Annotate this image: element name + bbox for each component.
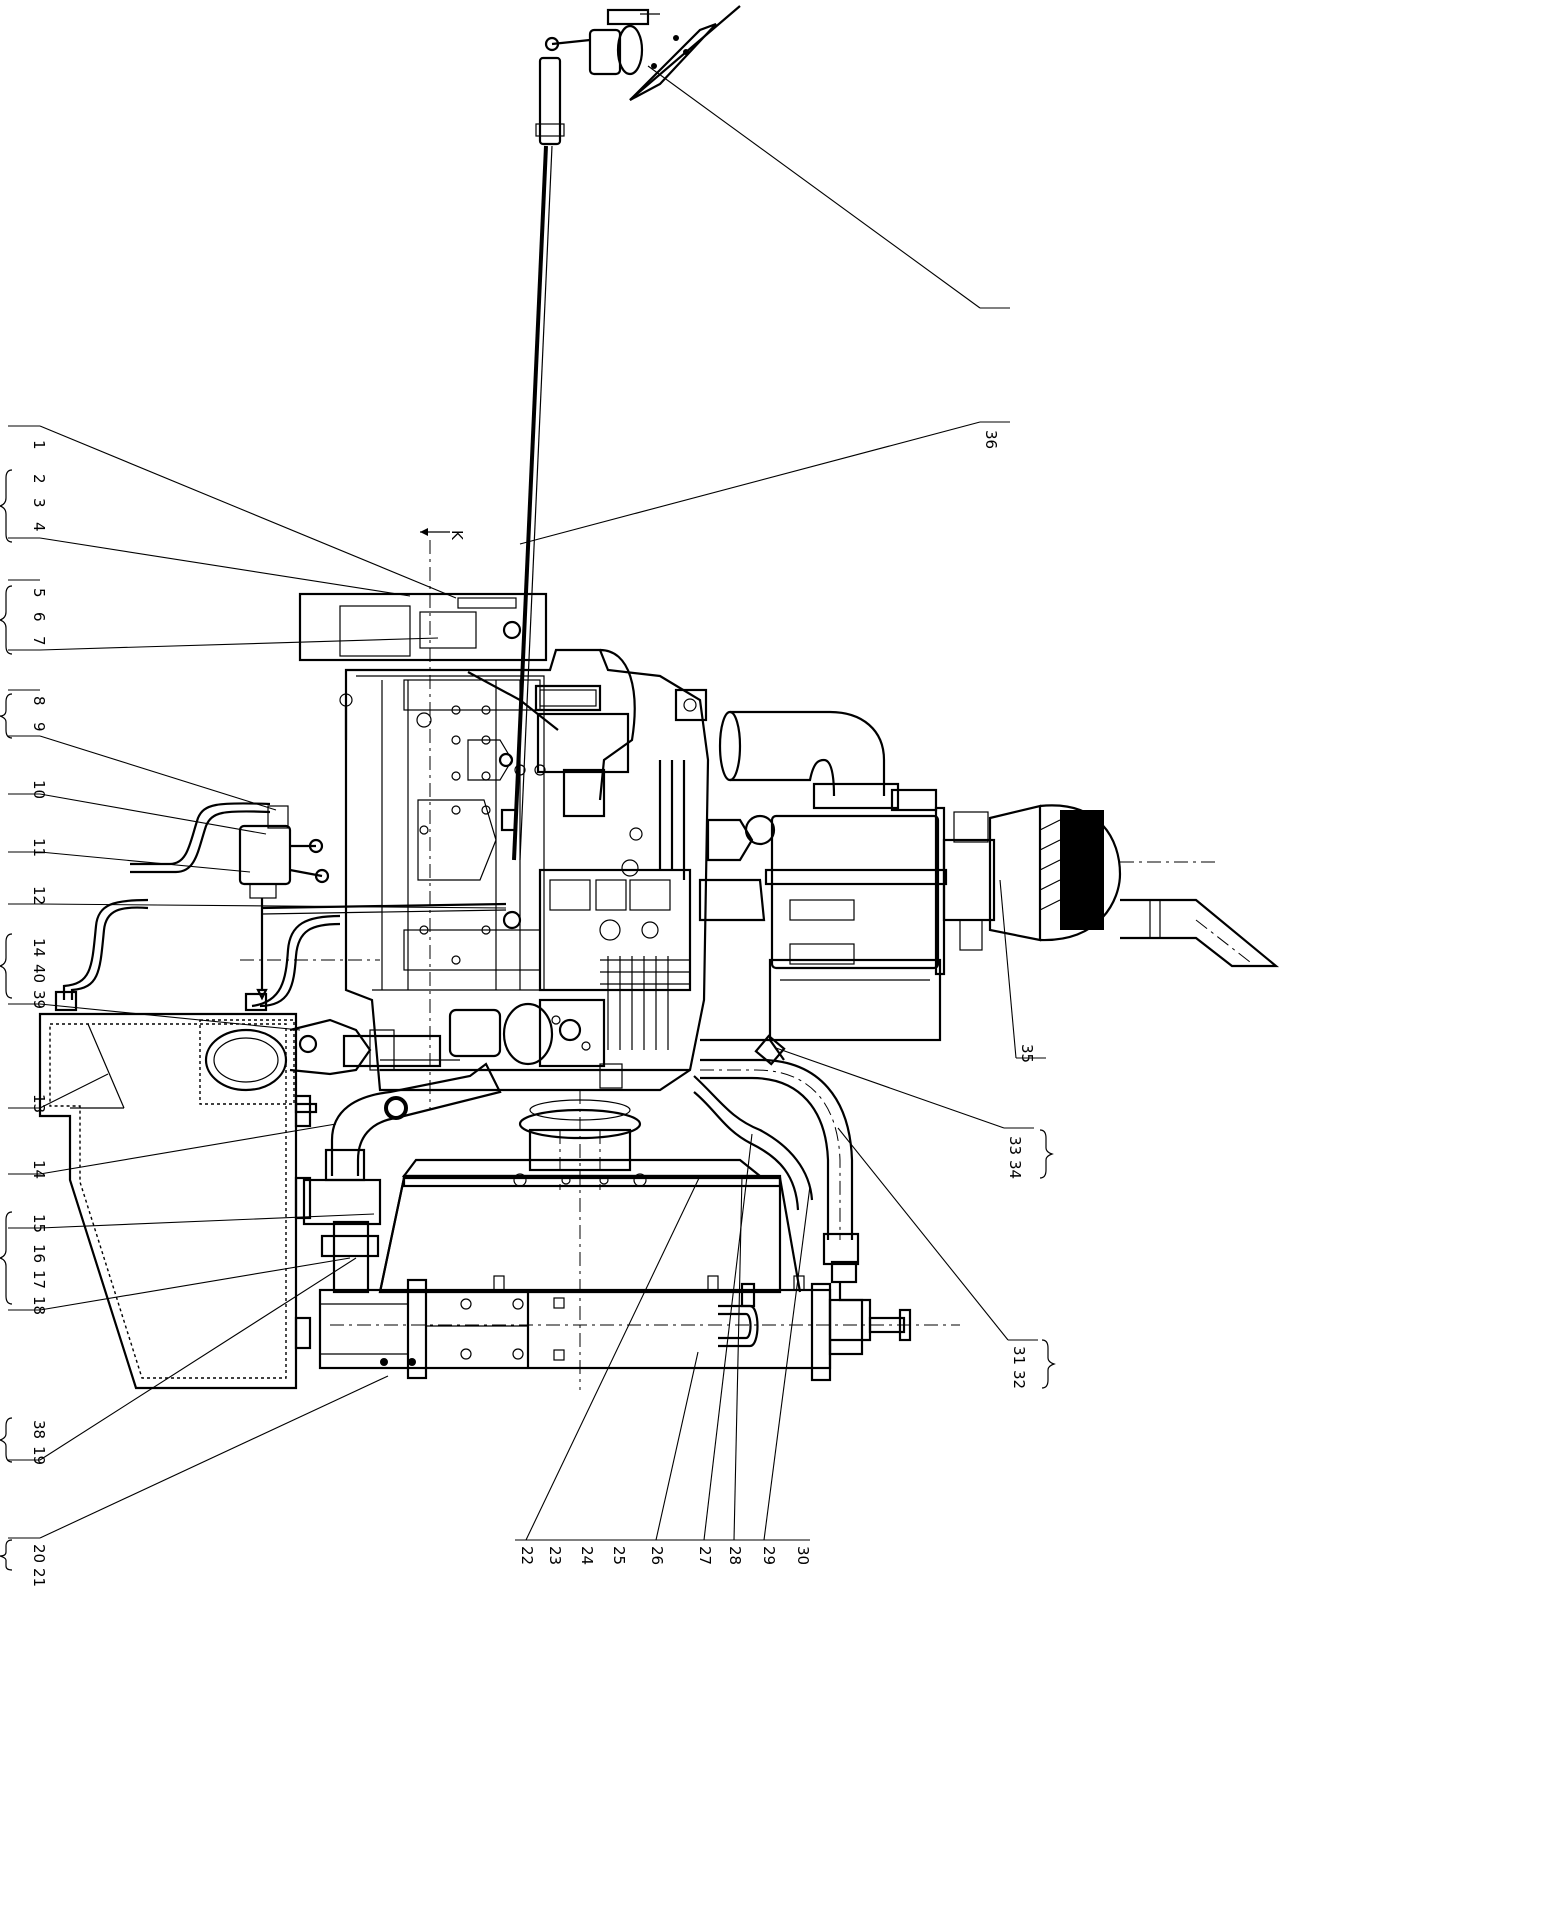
callout-18: 18 — [30, 1296, 48, 1315]
fuel-filter-assembly — [130, 802, 507, 1001]
callout-23: 23 — [546, 1546, 564, 1565]
leader-lines — [39, 65, 1017, 1541]
callout-braces — [0, 469, 1056, 1571]
callout-2: 2 — [30, 474, 48, 484]
callout-4: 4 — [30, 522, 48, 532]
centerlines — [240, 540, 1220, 1390]
callout-12-top: 12 — [30, 886, 48, 905]
callout-32-right: 32 — [1010, 1370, 1028, 1389]
intake-and-exhaust-pipes — [199, 1018, 912, 1342]
callout-baselines — [8, 307, 1046, 1541]
callout-7: 7 — [30, 636, 48, 646]
callout-22: 22 — [518, 1546, 536, 1565]
callout-34: 34 — [1006, 1160, 1024, 1179]
callout-31-right: 31 — [1010, 1346, 1028, 1365]
callout-39: 39 — [30, 990, 48, 1009]
callout-9: 9 — [30, 722, 48, 732]
callout-16: 16 — [30, 1244, 48, 1263]
callout-17: 17 — [30, 1270, 48, 1289]
callout-15: 15 — [30, 1214, 48, 1233]
callout-30: 30 — [794, 1546, 812, 1565]
callout-35: 35 — [1018, 1044, 1036, 1063]
misc-fittings — [339, 688, 708, 930]
callout-11: 11 — [30, 838, 48, 857]
callout-6: 6 — [30, 612, 48, 622]
callout-28: 28 — [726, 1546, 744, 1565]
callout-19: 19 — [30, 1446, 48, 1465]
callout-1: 1 — [30, 440, 48, 450]
callout-40: 40 — [30, 964, 48, 983]
engine-block — [298, 592, 710, 1092]
callout-36: 36 — [982, 430, 1000, 449]
air-cleaner-and-turbo — [698, 710, 1280, 1042]
callout-3: 3 — [30, 498, 48, 508]
callout-27: 27 — [696, 1546, 714, 1565]
radiator-fan-assembly — [318, 1099, 864, 1382]
callout-14: 14 — [30, 1160, 48, 1179]
callout-8: 8 — [30, 696, 48, 706]
engine-assembly-drawing: 1 2 3 4 5 6 7 8 9 10 11 12 14 40 39 13 1… — [0, 5, 1280, 1587]
callout-10: 10 — [30, 780, 48, 799]
callout-20: 20 — [30, 1544, 48, 1563]
callout-29: 29 — [760, 1546, 778, 1565]
callout-14-top: 14 — [30, 938, 48, 957]
callout-26: 26 — [648, 1546, 666, 1565]
fuel-tank — [38, 898, 341, 1390]
callout-24: 24 — [578, 1546, 596, 1565]
callout-21: 21 — [30, 1568, 48, 1587]
section-mark-label: K — [448, 530, 466, 541]
section-mark: K — [420, 528, 466, 541]
callout-5: 5 — [30, 588, 48, 598]
accelerator-pedal-linkage — [512, 5, 741, 861]
callout-38-left: 38 — [30, 1420, 48, 1439]
callout-25: 25 — [610, 1546, 628, 1565]
bottom-callout-labels: 22 23 24 25 26 27 28 29 30 — [518, 1546, 812, 1565]
callout-33: 33 — [1006, 1136, 1024, 1155]
